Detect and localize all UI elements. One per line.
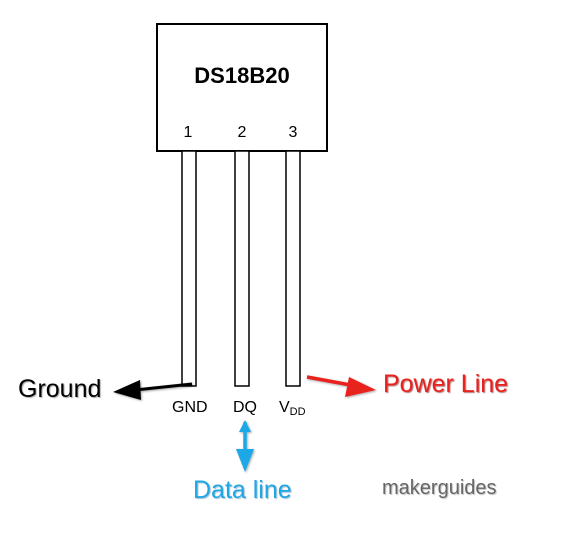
chip-body [156, 23, 328, 152]
pin-2-number: 2 [237, 124, 247, 141]
power-arrow [306, 375, 376, 397]
watermark: makerguides [382, 477, 497, 499]
pin-2-label: DQ [233, 399, 257, 416]
chip-title: DS18B20 [194, 63, 290, 88]
pin-3-number: 3 [288, 124, 298, 141]
pin-1-number: 1 [183, 124, 193, 141]
data-arrow [236, 420, 254, 472]
pin-lead-3 [285, 150, 301, 387]
data-line-label: Data line [193, 476, 292, 504]
pin-3-label-main: V [279, 399, 290, 416]
pin-lead-2 [234, 150, 250, 387]
pin-1-label: GND [172, 399, 208, 416]
ground-arrow [113, 380, 193, 400]
ground-label: Ground [18, 375, 102, 403]
pin-3-label-subscript: DD [289, 406, 306, 418]
pin-3-label: VDD [279, 399, 306, 418]
pin-lead-1 [181, 150, 197, 387]
power-line-label: Power Line [383, 370, 509, 398]
